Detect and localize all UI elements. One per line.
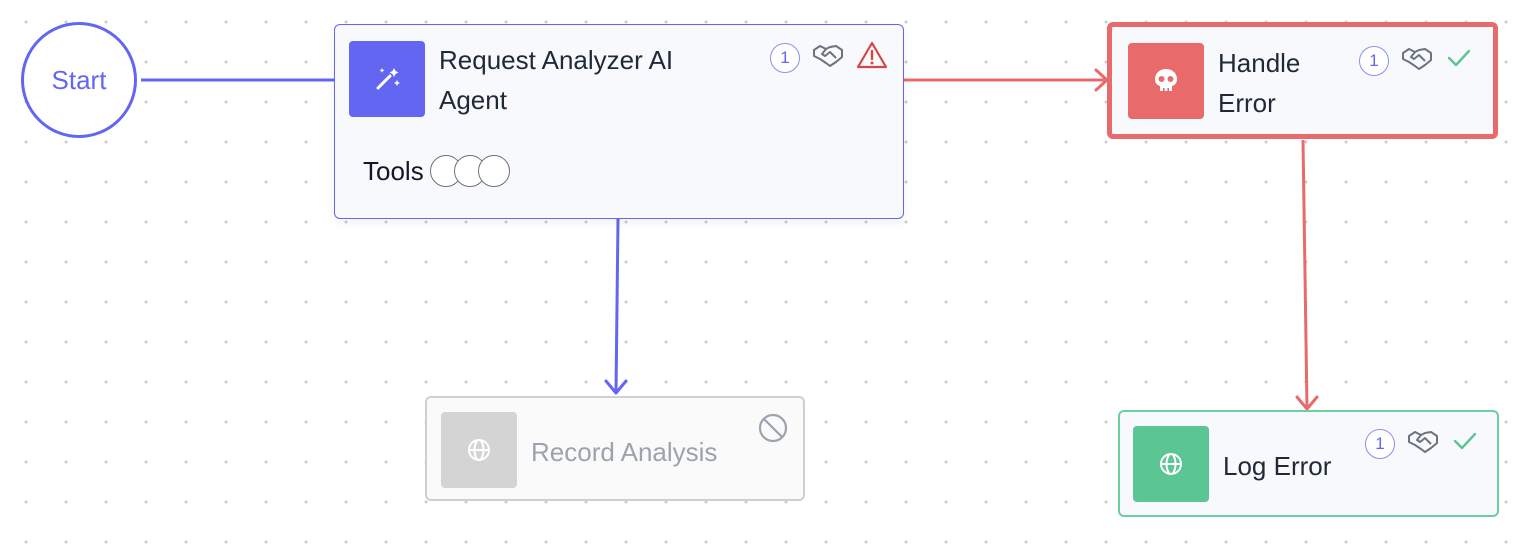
title-line-1: Request Analyzer AI (439, 45, 674, 75)
record-analysis-title: Record Analysis (531, 437, 718, 467)
skull-icon (1128, 43, 1204, 119)
tools-label: Tools (363, 155, 424, 186)
handle-error-badges: 1 (1359, 45, 1473, 76)
handle-error-node[interactable]: Handle Error 1 (1107, 22, 1498, 139)
log-error-node[interactable]: Log Error 1 (1118, 410, 1499, 517)
disabled-icon (757, 412, 789, 449)
log-error-title: Log Error (1223, 451, 1332, 481)
globe-icon (1133, 426, 1209, 502)
globe-icon (441, 412, 517, 488)
edge-arrow-record (604, 379, 628, 395)
magic-wand-icon (349, 41, 425, 117)
handshake-icon (1407, 428, 1439, 459)
record-analysis-node[interactable]: Record Analysis (425, 396, 805, 501)
title-line-2: Agent (439, 85, 507, 115)
count-badge[interactable]: 1 (1359, 45, 1389, 76)
edge-handle-to-log (1301, 139, 1309, 409)
tool-slot[interactable] (477, 155, 510, 187)
request-analyzer-badges: 1 (770, 41, 888, 74)
edge-arrow-log (1295, 395, 1319, 411)
edge-request-to-record (614, 218, 620, 394)
handshake-icon (812, 42, 844, 73)
handle-error-title: Handle Error (1218, 43, 1300, 123)
start-label: Start (51, 64, 107, 95)
tool-slots (429, 155, 510, 187)
handshake-icon (1401, 45, 1433, 76)
check-icon (1451, 429, 1479, 458)
request-analyzer-node[interactable]: Request Analyzer AI Agent 1 Tools (334, 24, 904, 219)
tools-row: Tools (363, 155, 510, 187)
start-node[interactable]: Start (21, 22, 137, 138)
check-icon (1445, 46, 1473, 75)
count-badge[interactable]: 1 (770, 42, 800, 73)
title-line-2: Error (1218, 88, 1276, 118)
log-error-badges: 1 (1365, 428, 1479, 459)
title-line-1: Handle (1218, 48, 1301, 78)
count-badge[interactable]: 1 (1365, 428, 1395, 459)
request-analyzer-title: Request Analyzer AI Agent (439, 40, 673, 120)
warning-triangle-icon (856, 41, 888, 74)
